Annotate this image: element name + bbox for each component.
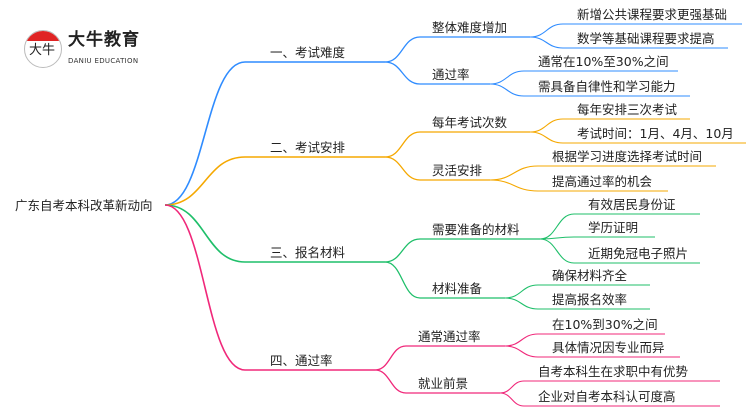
leaf-connector: [489, 179, 668, 192]
branch-connector: [164, 156, 385, 206]
leaf-node[interactable]: 提高报名效率: [552, 292, 627, 307]
leaf-connector: [539, 238, 700, 264]
logo-name: 大牛教育: [68, 30, 140, 50]
leaf-connector: [489, 70, 678, 85]
branch-node[interactable]: 二、考试安排: [270, 140, 346, 155]
subtopic-node[interactable]: 通常通过率: [418, 329, 481, 344]
leaf-node[interactable]: 数学等基础课程要求提高: [577, 31, 715, 46]
leaf-node[interactable]: 近期免冠电子照片: [588, 246, 688, 261]
subtopic-node[interactable]: 就业前景: [418, 376, 468, 391]
leaf-node[interactable]: 学历证明: [588, 220, 638, 235]
subtopic-node[interactable]: 每年考试次数: [432, 115, 508, 130]
leaf-connector: [529, 131, 746, 144]
leaf-connector: [529, 36, 728, 49]
leaf-connector: [539, 236, 655, 240]
logo-badge-text: 大牛: [29, 43, 56, 58]
subtopic-connector: [384, 261, 505, 299]
leaf-connector: [529, 118, 690, 133]
branch-connector: [164, 204, 385, 263]
subtopic-connector: [384, 36, 530, 63]
subtopic-connector: [374, 345, 505, 371]
subtopic-connector: [384, 238, 540, 263]
leaf-node[interactable]: 新增公共课程要求更强基础: [577, 7, 727, 22]
leaf-connector: [504, 345, 680, 358]
leaf-node[interactable]: 提高通过率的机会: [552, 174, 653, 189]
subtopic-connector: [374, 369, 500, 394]
leaf-node[interactable]: 每年安排三次考试: [577, 102, 678, 117]
branch-connector: [164, 61, 385, 206]
leaf-connector: [504, 333, 665, 347]
leaf-connector: [489, 165, 716, 181]
logo-subtitle: DANIU EDUCATION: [68, 57, 139, 65]
subtopic-node[interactable]: 通过率: [432, 67, 470, 82]
leaf-node[interactable]: 具体情况因专业而异: [552, 340, 665, 355]
subtopic-connector: [384, 156, 490, 181]
subtopic-node[interactable]: 材料准备: [432, 281, 483, 296]
leaf-connector: [504, 297, 650, 310]
subtopic-node[interactable]: 灵活安排: [432, 163, 483, 178]
leaf-connector: [489, 83, 690, 97]
logo-badge-icon: 大牛: [24, 30, 62, 68]
subtopic-node[interactable]: 需要准备的材料: [432, 222, 520, 237]
leaf-node[interactable]: 根据学习进度选择考试时间: [552, 149, 702, 164]
leaf-node[interactable]: 确保材料齐全: [552, 268, 628, 283]
leaf-connector: [539, 213, 700, 240]
branch-node[interactable]: 四、通过率: [270, 353, 333, 368]
branch-node[interactable]: 三、报名材料: [270, 245, 346, 260]
logo: 大牛 大牛教育 DANIU EDUCATION: [24, 28, 154, 74]
subtopic-connector: [384, 61, 490, 85]
leaf-node[interactable]: 通常在10%至30%之间: [538, 54, 669, 69]
subtopic-connector: [384, 131, 530, 158]
leaf-node[interactable]: 需具备自律性和学习能力: [538, 79, 676, 94]
leaf-node[interactable]: 考试时间：1月、4月、10月: [577, 126, 734, 141]
leaf-connector: [499, 380, 720, 394]
leaf-node[interactable]: 自考本科生在求职中有优势: [538, 364, 689, 379]
leaf-node[interactable]: 企业对自考本科认可度高: [538, 389, 676, 404]
leaf-node[interactable]: 在10%到30%之间: [552, 317, 658, 332]
leaf-connector: [529, 23, 742, 38]
branch-connector: [164, 204, 375, 371]
root-node[interactable]: 广东自考本科改革新动向: [15, 198, 153, 213]
leaf-node[interactable]: 有效居民身份证: [588, 197, 676, 212]
branch-node[interactable]: 一、考试难度: [270, 45, 346, 60]
leaf-connector: [499, 392, 720, 407]
subtopic-node[interactable]: 整体难度增加: [432, 20, 507, 35]
leaf-connector: [504, 284, 650, 299]
